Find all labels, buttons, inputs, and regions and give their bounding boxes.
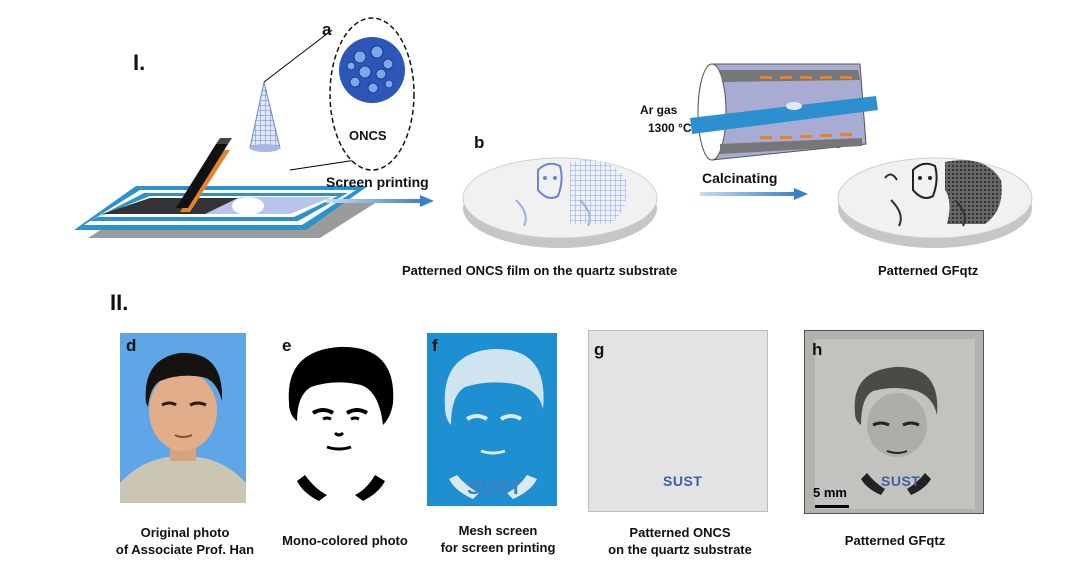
arrow-calcinating: [700, 188, 808, 200]
caption-e: Mono-colored photo: [265, 532, 425, 549]
caption-f-line2: for screen printing: [440, 540, 556, 555]
sust-oncs: SUST: [663, 473, 703, 489]
furnace-temp-label: 1300 °C: [648, 121, 692, 135]
caption-g-line2: on the quartz substrate: [608, 542, 752, 557]
sust-mesh: SUST: [467, 477, 523, 499]
person-shirt: [120, 457, 246, 503]
label-b: b: [474, 133, 485, 152]
sust-gfqtz: SUST: [881, 473, 921, 489]
mono-hair: [288, 346, 394, 425]
ink-cone: [249, 81, 281, 149]
person-hair: [145, 352, 223, 407]
photo-d: [120, 333, 246, 503]
label-h: h: [812, 340, 823, 359]
caption-d: Original photo of Associate Prof. Han: [100, 524, 270, 558]
arrow-screen-printing-label: Screen printing: [326, 174, 429, 190]
label-a: a: [322, 20, 332, 39]
dish-b: [462, 157, 658, 248]
tube-furnace: [690, 63, 878, 161]
caption-h-line1: Patterned GFqtz: [844, 533, 946, 548]
photo-f: SUST: [427, 333, 557, 506]
person-face: [149, 371, 217, 451]
caption-g-line1: Patterned ONCS: [629, 525, 731, 540]
caption-g: Patterned ONCS on the quartz substrate: [580, 524, 780, 558]
panel-i-label: I.: [133, 50, 146, 75]
label-f: f: [432, 336, 438, 355]
scale-bar-label: 5 mm: [813, 485, 847, 500]
dish-c: [837, 157, 1033, 248]
caption-d-line1: Original photo: [140, 525, 230, 540]
photo-h: SUST 5 mm: [804, 330, 984, 514]
label-d: d: [126, 336, 137, 355]
arrow-calcinating-label: Calcinating: [702, 170, 778, 186]
oncs-label: ONCS: [349, 128, 387, 143]
caption-e-line1: Mono-colored photo: [282, 533, 408, 548]
label-e: e: [282, 336, 292, 355]
mesh-hair: [444, 348, 544, 425]
screen-printing-setup: [74, 29, 380, 238]
caption-f: Mesh screen for screen printing: [418, 522, 578, 556]
oncs-sphere-inset: [329, 17, 415, 171]
caption-f-line1: Mesh screen: [458, 523, 538, 538]
caption-d-line2: of Associate Prof. Han: [115, 542, 255, 557]
furnace-gas-label: Ar gas: [640, 103, 678, 117]
scale-bar-line: [815, 505, 849, 508]
photo-g: SUST: [588, 330, 768, 512]
caption-b: Patterned ONCS film on the quartz substr…: [402, 263, 678, 278]
label-g: g: [594, 340, 605, 359]
caption-h: Patterned GFqtz: [810, 532, 980, 549]
panel-ii-label: II.: [110, 290, 129, 315]
quartz-tube: [690, 96, 878, 134]
caption-c: Patterned GFqtz: [878, 263, 979, 278]
photo-e: [275, 333, 405, 503]
arrow-screen-printing: [326, 195, 434, 207]
gf-hair: [854, 366, 938, 425]
